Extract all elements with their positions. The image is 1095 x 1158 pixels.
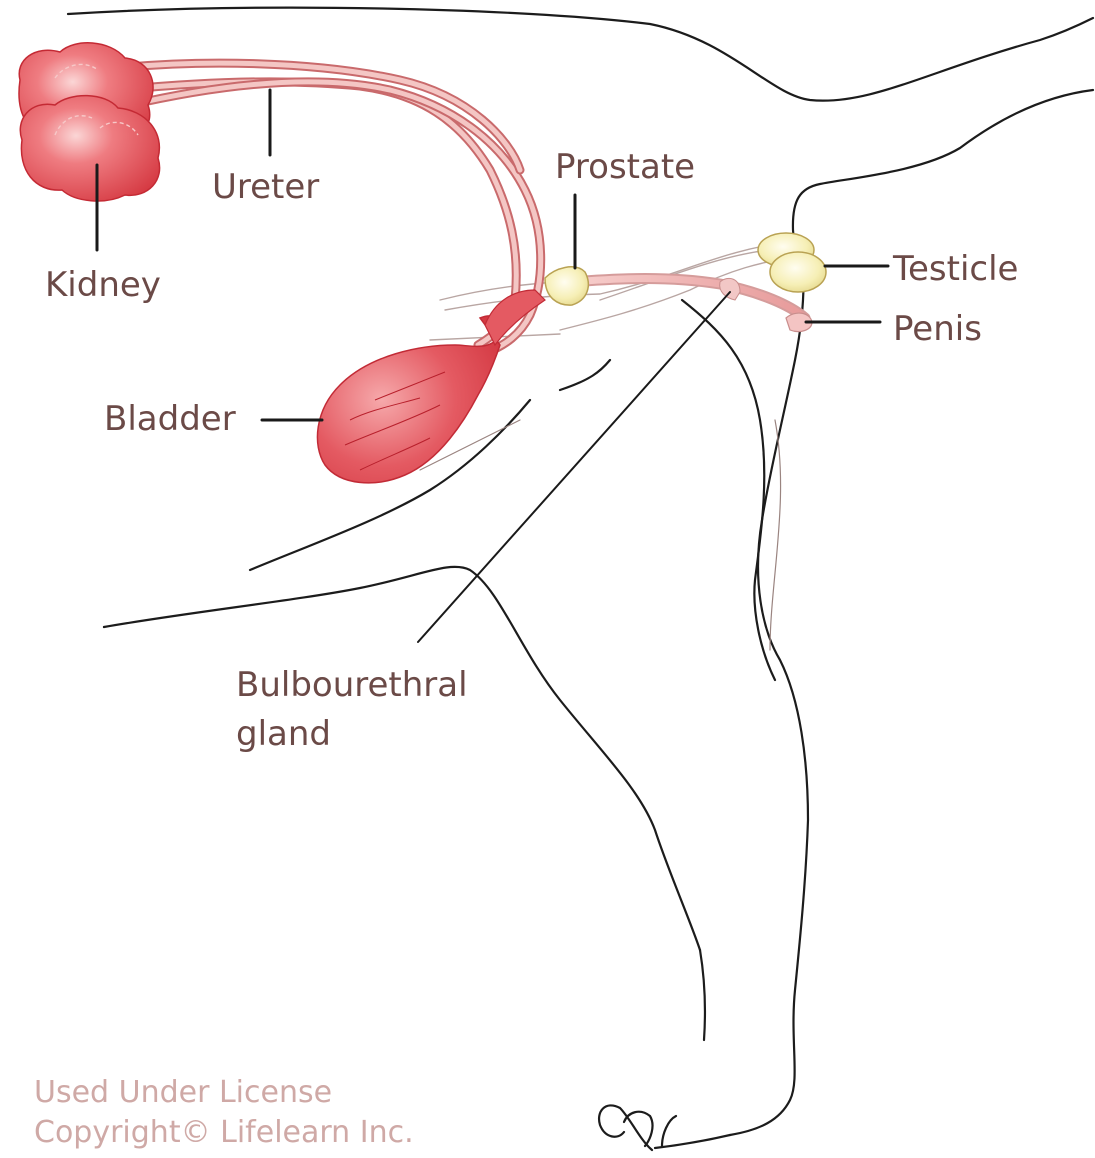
testicle-organ bbox=[758, 233, 826, 292]
watermark-line1: Used Under License bbox=[34, 1075, 332, 1110]
kidney-label: Kidney bbox=[45, 265, 161, 305]
bulbourethral-label-line2: gland bbox=[236, 714, 331, 754]
prostate-label: Prostate bbox=[555, 147, 695, 187]
bladder-organ bbox=[317, 290, 545, 483]
penis-label: Penis bbox=[893, 309, 982, 349]
license-watermark: Used Under License Copyright© Lifelearn … bbox=[34, 1075, 414, 1150]
prostate-gland bbox=[545, 267, 588, 305]
diagram-labels: Kidney Ureter Prostate Testicle Penis Bl… bbox=[45, 147, 1018, 754]
bladder-label: Bladder bbox=[104, 399, 236, 439]
bulbourethral-label-line1: Bulbourethral bbox=[236, 665, 468, 705]
bulbourethral-leader bbox=[418, 292, 730, 642]
watermark-line2: Copyright© Lifelearn Inc. bbox=[34, 1115, 414, 1150]
kidney-organ bbox=[19, 43, 160, 201]
testicle-label: Testicle bbox=[892, 249, 1018, 289]
ureter-label: Ureter bbox=[212, 167, 319, 207]
